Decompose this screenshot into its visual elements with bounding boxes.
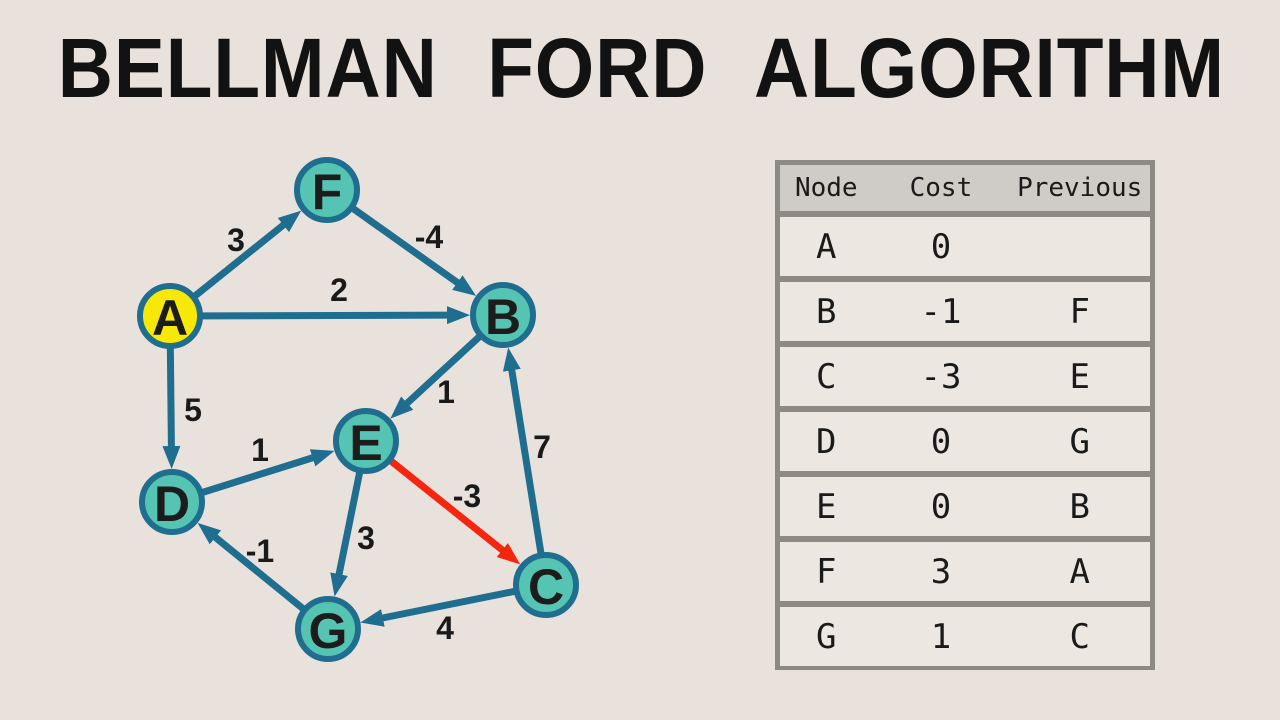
edge-weight-A-F: 3 (227, 222, 245, 258)
cell-cost: 0 (930, 421, 952, 462)
table-header-row: Node Cost Previous (780, 165, 1150, 217)
graph-edge-A-B (169, 306, 471, 325)
page-title: BELLMAN FORD ALGORITHM (0, 22, 1280, 114)
edge-weight-A-B: 2 (330, 272, 348, 308)
page-title-text: BELLMAN FORD ALGORITHM (57, 21, 1226, 115)
cell-previous: B (1069, 486, 1090, 527)
graph-node-B (470, 282, 536, 348)
cell-previous: A (1069, 551, 1090, 592)
node-label-A: A (152, 290, 188, 346)
cell-cost: -3 (920, 356, 962, 397)
edge-weight-F-B: -4 (415, 219, 444, 255)
column-header-cost: Cost (909, 173, 973, 203)
table-row-D: D 0 G (780, 412, 1150, 477)
node-label-D: D (154, 476, 190, 532)
cell-cost: 0 (930, 226, 952, 267)
cell-cost: 3 (930, 551, 952, 592)
edge-weight-E-G: 3 (357, 520, 375, 556)
graph-edge-C-B (502, 347, 550, 586)
node-label-G: G (309, 603, 348, 659)
node-label-E: E (349, 415, 382, 471)
cell-cost: 0 (930, 486, 952, 527)
edge-weight-E-C: -3 (453, 478, 481, 514)
node-label-F: F (312, 164, 343, 220)
graph-node-D (139, 469, 205, 535)
table-row-B: B -1 F (780, 282, 1150, 347)
edge-weight-D-E: 1 (251, 432, 269, 468)
column-header-node: Node (794, 173, 858, 203)
table-row-G: G 1 C (780, 607, 1150, 666)
cell-node: C (816, 356, 837, 397)
edge-weight-C-B: 7 (533, 429, 551, 465)
cell-previous: G (1069, 421, 1090, 462)
table-row-E: E 0 B (780, 477, 1150, 542)
column-header-previous: Previous (1017, 173, 1143, 203)
cell-previous: F (1069, 291, 1090, 332)
node-label-B: B (485, 289, 521, 345)
table-row-C: C -3 E (780, 347, 1150, 412)
cell-node: A (816, 226, 837, 267)
edge-weight-B-E: 1 (437, 374, 455, 410)
graph-node-E (333, 408, 399, 474)
edge-weight-C-G: 4 (436, 610, 454, 646)
cell-cost: -1 (920, 291, 962, 332)
graph-node-F (294, 157, 360, 223)
edge-weight-A-D: 5 (184, 392, 202, 428)
edge-weight-G-D: -1 (246, 533, 274, 569)
graph-node-C (513, 552, 579, 618)
cell-node: E (816, 486, 837, 527)
graph-node-G (295, 596, 361, 662)
cell-node: D (816, 421, 837, 462)
cell-node: F (816, 551, 837, 592)
cell-node: G (816, 616, 837, 657)
cell-node: B (816, 291, 837, 332)
cell-cost: 1 (930, 616, 952, 657)
table-row-F: F 3 A (780, 542, 1150, 607)
graph-node-A (137, 283, 203, 349)
node-label-C: C (528, 559, 564, 615)
cell-previous: C (1069, 616, 1090, 657)
cell-previous: E (1069, 356, 1090, 397)
